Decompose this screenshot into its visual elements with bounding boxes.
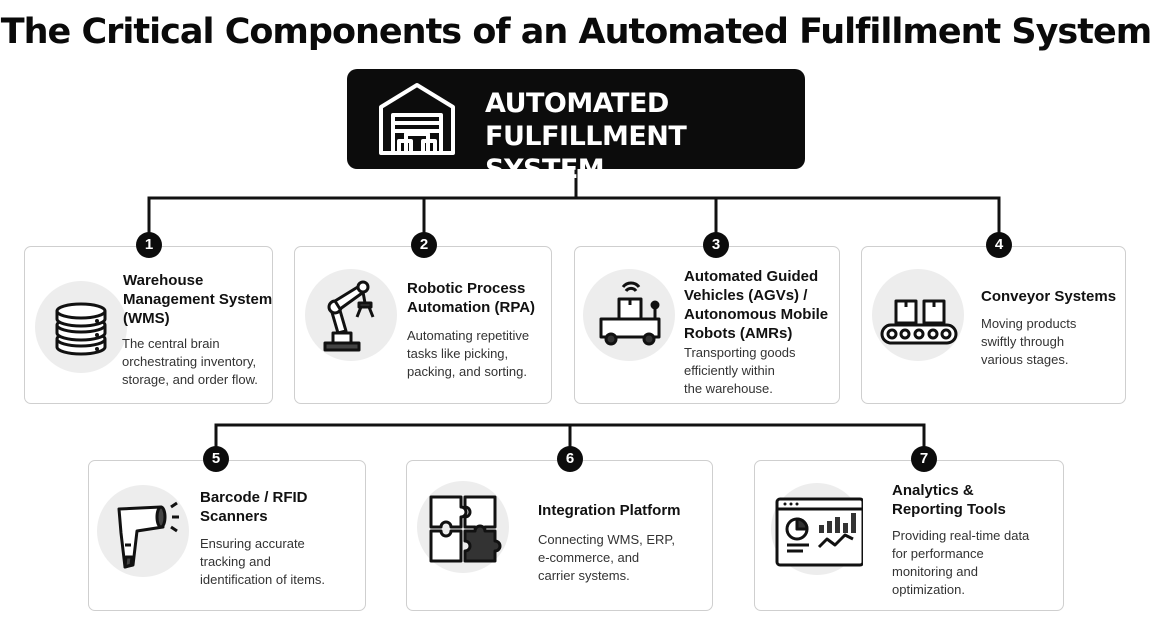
card-desc-line: optimization. bbox=[892, 582, 965, 597]
card-title-line: Automated Guided bbox=[684, 268, 819, 285]
step-badge-4: 4 bbox=[986, 232, 1012, 258]
card-title: Robotic Process Automation (RPA) bbox=[407, 279, 535, 317]
card-title-line: Robots (AMRs) bbox=[684, 325, 793, 342]
card-title: Warehouse Management System (WMS) bbox=[123, 271, 272, 328]
robotic-arm-icon bbox=[323, 280, 375, 352]
card-desc-line: packing, and sorting. bbox=[407, 364, 527, 379]
hub-label-line: FULFILLMENT SYSTEM bbox=[485, 121, 687, 185]
step-badge-1: 1 bbox=[136, 232, 162, 258]
component-card-integration: Integration Platform Connecting WMS, ERP… bbox=[406, 460, 713, 611]
card-title-line: Scanners bbox=[200, 508, 268, 525]
card-title: Conveyor Systems bbox=[981, 287, 1116, 306]
card-title-line: Warehouse bbox=[123, 272, 204, 289]
warehouse-icon bbox=[379, 83, 455, 155]
step-badge-7: 7 bbox=[911, 446, 937, 472]
card-title-line: Conveyor Systems bbox=[981, 288, 1117, 305]
page-title: The Critical Components of an Automated … bbox=[0, 12, 1152, 52]
icon-circle bbox=[771, 483, 863, 575]
card-description: Connecting WMS, ERP, e-commerce, and car… bbox=[538, 531, 675, 585]
component-card-wms: Warehouse Management System (WMS) The ce… bbox=[24, 246, 273, 404]
card-description: Providing real-time data for performance… bbox=[892, 527, 1029, 599]
card-desc-line: orchestrating inventory, bbox=[122, 354, 257, 369]
card-title: Automated Guided Vehicles (AGVs) / Auton… bbox=[684, 267, 828, 343]
card-title: Barcode / RFID Scanners bbox=[200, 488, 308, 526]
hub-box: AUTOMATED FULFILLMENT SYSTEM bbox=[347, 69, 805, 185]
card-desc-line: swiftly through bbox=[981, 334, 1065, 349]
analytics-dashboard-icon bbox=[775, 497, 863, 567]
card-description: Transporting goods efficiently within th… bbox=[684, 344, 796, 398]
component-card-conveyor: Conveyor Systems Moving products swiftly… bbox=[861, 246, 1126, 404]
card-title-line: Analytics & bbox=[892, 482, 974, 499]
card-title: Analytics & Reporting Tools bbox=[892, 481, 1006, 519]
card-title-line: Autonomous Mobile bbox=[684, 306, 829, 323]
icon-circle bbox=[417, 481, 509, 573]
component-card-rpa: Robotic Process Automation (RPA) Automat… bbox=[294, 246, 552, 404]
puzzle-icon bbox=[429, 495, 502, 563]
card-desc-line: Transporting goods bbox=[684, 345, 796, 360]
card-desc-line: monitoring and bbox=[892, 564, 978, 579]
hub-label-line: AUTOMATED bbox=[485, 88, 669, 119]
card-desc-line: identification of items. bbox=[200, 572, 326, 587]
card-desc-line: Moving products bbox=[981, 316, 1077, 331]
hub-label: AUTOMATED FULFILLMENT SYSTEM bbox=[485, 87, 805, 186]
card-title-line: Robotic Process bbox=[407, 280, 526, 297]
step-badge-5: 5 bbox=[203, 446, 229, 472]
card-title-line: Vehicles (AGVs) / bbox=[684, 287, 808, 304]
icon-circle bbox=[305, 269, 397, 361]
card-title-line: Barcode / RFID bbox=[200, 489, 308, 506]
conveyor-icon bbox=[880, 299, 958, 345]
card-title-line: Reporting Tools bbox=[892, 501, 1006, 518]
card-title-line: Automation (RPA) bbox=[407, 299, 536, 316]
card-desc-line: tracking and bbox=[200, 554, 271, 569]
card-description: The central brain orchestrating inventor… bbox=[122, 335, 258, 389]
icon-circle bbox=[872, 269, 964, 361]
component-card-barcode: Barcode / RFID Scanners Ensuring accurat… bbox=[88, 460, 366, 611]
agv-robot-icon bbox=[599, 281, 661, 346]
step-badge-6: 6 bbox=[557, 446, 583, 472]
card-title-line: Integration Platform bbox=[538, 502, 681, 519]
step-badge-2: 2 bbox=[411, 232, 437, 258]
barcode-scanner-icon bbox=[117, 501, 179, 569]
card-desc-line: Providing real-time data bbox=[892, 528, 1030, 543]
card-desc-line: efficiently within bbox=[684, 363, 775, 378]
icon-circle bbox=[97, 485, 189, 577]
card-title: Integration Platform bbox=[538, 501, 681, 520]
card-desc-line: e-commerce, and bbox=[538, 550, 640, 565]
card-description: Automating repetitive tasks like picking… bbox=[407, 327, 529, 381]
card-desc-line: tasks like picking, bbox=[407, 346, 509, 361]
icon-circle bbox=[35, 281, 127, 373]
database-icon bbox=[55, 302, 107, 356]
card-description: Ensuring accurate tracking and identific… bbox=[200, 535, 325, 589]
card-desc-line: the warehouse. bbox=[684, 381, 773, 396]
card-desc-line: carrier systems. bbox=[538, 568, 630, 583]
component-card-analytics: Analytics & Reporting Tools Providing re… bbox=[754, 460, 1064, 611]
component-card-agv: Automated Guided Vehicles (AGVs) / Auton… bbox=[574, 246, 840, 404]
step-badge-3: 3 bbox=[703, 232, 729, 258]
card-title-line: Management System bbox=[123, 291, 273, 308]
card-desc-line: for performance bbox=[892, 546, 984, 561]
card-desc-line: Automating repetitive bbox=[407, 328, 530, 343]
card-desc-line: The central brain bbox=[122, 336, 220, 351]
card-desc-line: Connecting WMS, ERP, bbox=[538, 532, 676, 547]
card-desc-line: Ensuring accurate bbox=[200, 536, 305, 551]
card-description: Moving products swiftly through various … bbox=[981, 315, 1076, 369]
icon-circle bbox=[583, 269, 675, 361]
card-desc-line: various stages. bbox=[981, 352, 1069, 367]
card-title-line: (WMS) bbox=[123, 310, 170, 327]
card-desc-line: storage, and order flow. bbox=[122, 372, 258, 387]
